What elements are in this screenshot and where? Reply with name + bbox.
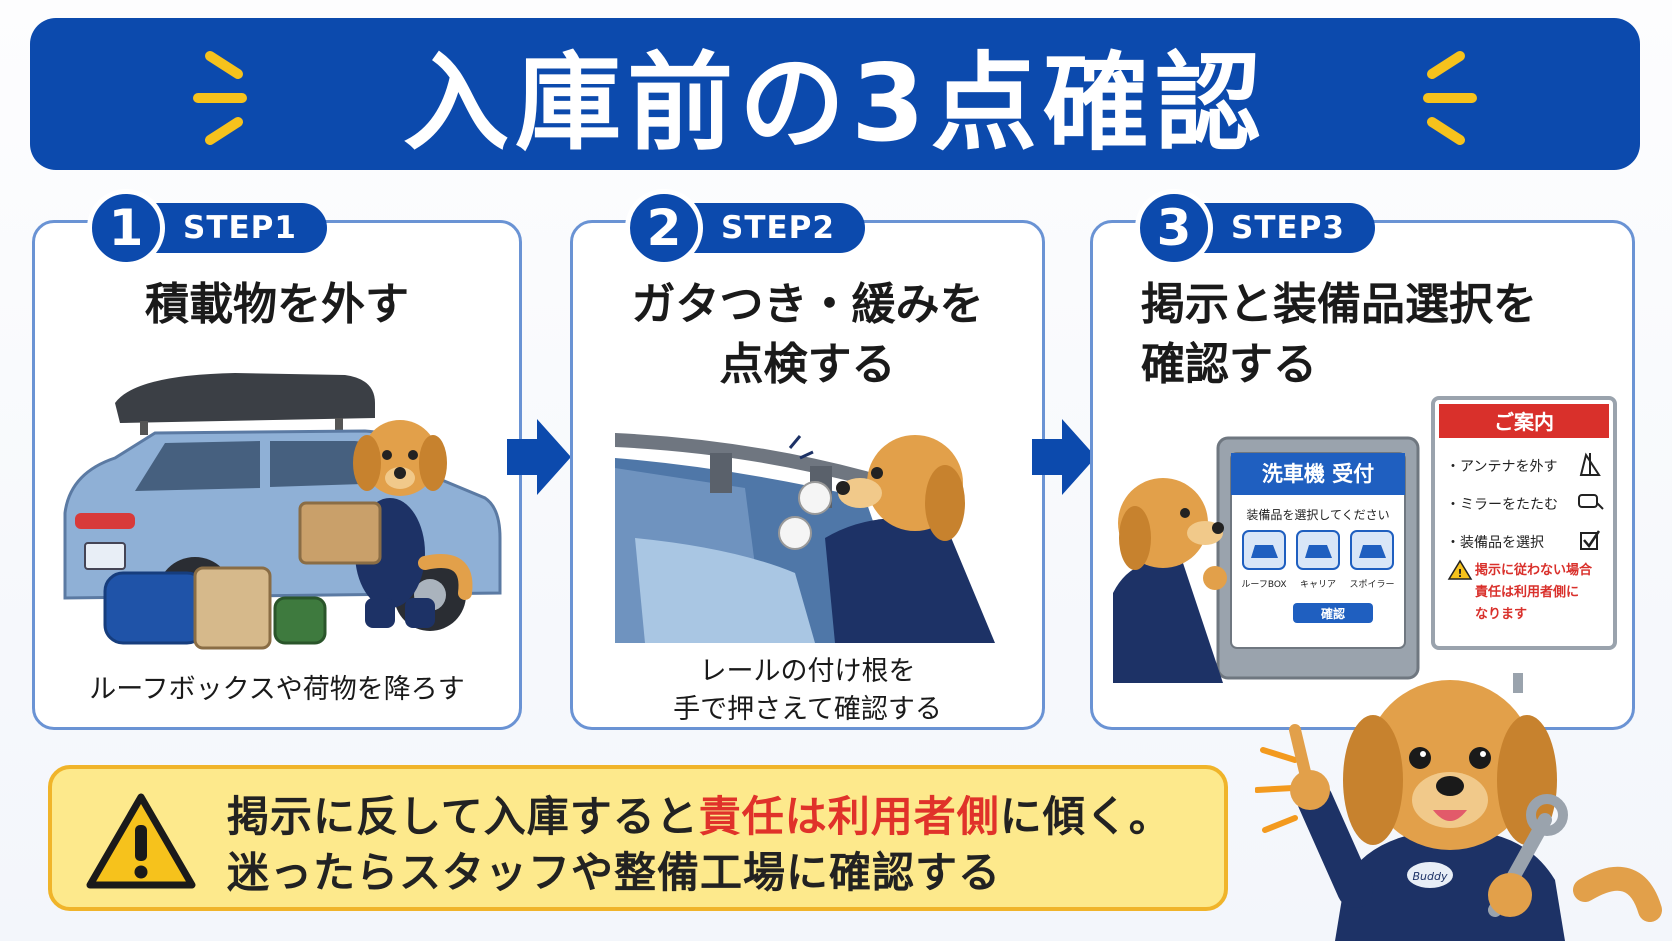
- warning-text: 掲示に反して入庫すると責任は利用者側に傾く。 迷ったらスタッフや整備工場に確認す…: [227, 789, 1172, 901]
- roof-rail-check-illustration: [615, 428, 1010, 643]
- mirror-icon: [1578, 494, 1604, 510]
- step-label: STEP2: [683, 203, 865, 253]
- sparkle-icon: [1423, 51, 1477, 145]
- sign-item: ・アンテナを外す: [1446, 459, 1557, 475]
- step-header: 2 STEP2: [625, 189, 865, 267]
- checkbox-icon: [1580, 530, 1601, 550]
- sign-header: ご案内: [1494, 410, 1554, 434]
- kiosk-option-spoiler[interactable]: スポイラー: [1349, 530, 1395, 590]
- step-title-line: ガタつき・緩みを: [631, 279, 984, 330]
- step-caption-line: 手で押さえて確認する: [673, 694, 942, 725]
- step-header: 1 STEP1: [87, 189, 327, 267]
- arrow-right-icon: [507, 419, 571, 495]
- title-banner: 入庫前の3点確認: [30, 18, 1640, 170]
- kiosk-prompt: 装備品を選択してください: [1246, 507, 1389, 522]
- step-title: 積載物を外す: [35, 275, 519, 335]
- sign-item: ・ミラーをたたむ: [1446, 497, 1558, 513]
- step-title-line: 確認する: [1141, 339, 1317, 390]
- sign-warning-line: 責任は利用者側に: [1475, 584, 1579, 600]
- warning-highlight: 責任は利用者側: [698, 792, 1000, 841]
- step-number-badge: 3: [1135, 189, 1213, 267]
- step-number-badge: 1: [87, 189, 165, 267]
- arrow-right-icon: [1032, 419, 1096, 495]
- sparkle-icon: [193, 51, 247, 145]
- step-label: STEP1: [145, 203, 327, 253]
- step-caption: レールの付け根を 手で押さえて確認する: [573, 653, 1042, 729]
- step-title-line: 掲示と装備品選択を: [1141, 279, 1537, 330]
- mascot-badge: Buddy: [1413, 870, 1448, 883]
- step-label: STEP3: [1193, 203, 1375, 253]
- step-card-1: 1 STEP1 積載物を外す ルーフボックスや荷物を降ろす: [32, 189, 522, 730]
- step-title: ガタつき・緩みを 点検する: [573, 275, 1042, 395]
- svg-text:キャリア: キャリア: [1300, 580, 1336, 590]
- warning-icon: [86, 793, 196, 889]
- warning-small-icon: !: [1447, 559, 1473, 580]
- svg-text:!: !: [1457, 567, 1462, 580]
- svg-text:スポイラー: スポイラー: [1349, 579, 1394, 590]
- step-title-line: 積載物を外す: [145, 279, 409, 330]
- step-card-2: 2 STEP2 ガタつき・緩みを 点検する レールの付け根を 手で押さえて確認す…: [570, 189, 1045, 730]
- kiosk-and-sign-illustration: 洗車機 受付 装備品を選択してください ルーフBOX キャリア スポイラー 確認: [1113, 396, 1617, 693]
- svg-text:ルーフBOX: ルーフBOX: [1241, 580, 1286, 590]
- kiosk-confirm-button[interactable]: 確認: [1293, 603, 1373, 623]
- svg-text:確認: 確認: [1321, 606, 1345, 621]
- step-number-badge: 2: [625, 189, 703, 267]
- page-title: 入庫前の3点確認: [403, 42, 1267, 165]
- warning-callout: 掲示に反して入庫すると責任は利用者側に傾く。 迷ったらスタッフや整備工場に確認す…: [48, 765, 1228, 911]
- step-caption: ルーフボックスや荷物を降ろす: [35, 671, 519, 709]
- kiosk-option-carrier[interactable]: キャリア: [1296, 530, 1340, 590]
- step-card-3: 3 STEP3 掲示と装備品選択を 確認する 洗車機 受付 装備品を選択してくだ…: [1090, 189, 1635, 730]
- warning-line-1: 掲示に反して入庫すると責任は利用者側に傾く。: [227, 792, 1172, 841]
- kiosk-option-roofbox[interactable]: ルーフBOX: [1241, 530, 1287, 590]
- car-unloading-illustration: [63, 373, 502, 650]
- kiosk-header: 洗車機 受付: [1262, 462, 1374, 486]
- step-title: 掲示と装備品選択を 確認する: [1141, 275, 1632, 395]
- antenna-icon: [1579, 452, 1601, 476]
- step-caption-line: ルーフボックスや荷物を降ろす: [89, 674, 465, 705]
- warning-line-2: 迷ったらスタッフや整備工場に確認する: [227, 848, 1002, 897]
- step-header: 3 STEP3: [1135, 189, 1375, 267]
- step-title-line: 点検する: [719, 339, 896, 390]
- sign-item: ・装備品を選択: [1446, 535, 1544, 551]
- sign-warning-line: なります: [1475, 607, 1527, 622]
- sign-warning-line: 掲示に従わない場合: [1475, 562, 1593, 578]
- mascot-dog-illustration: Buddy: [1255, 680, 1662, 941]
- step-caption-line: レールの付け根を: [699, 656, 916, 687]
